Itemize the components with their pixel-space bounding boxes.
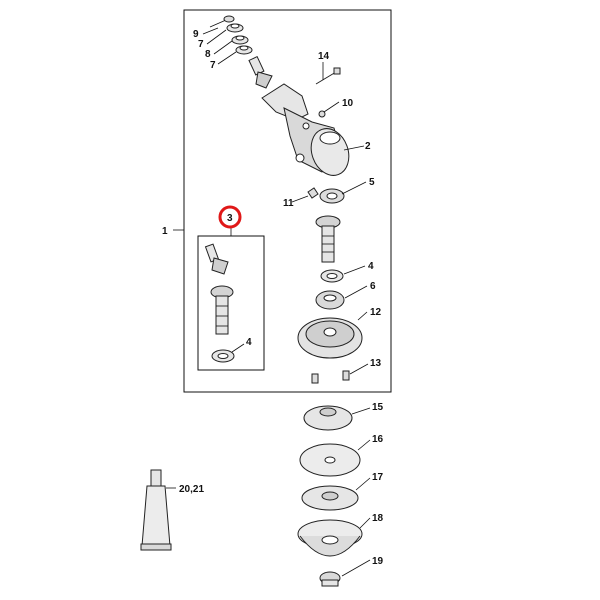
callout-7-upper: 7 — [198, 39, 204, 50]
callout-6: 6 — [370, 281, 376, 292]
callout-14: 14 — [318, 51, 330, 62]
part-6-bearing — [315, 290, 345, 310]
callout-9: 9 — [193, 29, 199, 40]
part-9-screw — [209, 15, 235, 28]
callout-7-lower: 7 — [210, 60, 216, 71]
part-bevel-pinion — [248, 55, 273, 89]
subassembly-3-pinion — [204, 243, 229, 275]
part-shaft-gear — [315, 215, 341, 263]
callout-11: 11 — [283, 198, 294, 209]
callout-19: 19 — [372, 556, 384, 567]
highlight-circle — [218, 205, 242, 229]
part-19-nut — [319, 571, 341, 587]
callout-16: 16 — [372, 434, 384, 445]
part-20-21-grease-tube — [140, 469, 172, 551]
callout-15: 15 — [372, 402, 384, 413]
callout-5: 5 — [369, 177, 375, 188]
callout-3: 3 — [227, 213, 233, 224]
part-4-washer — [320, 269, 344, 283]
leader-lines — [166, 27, 371, 577]
callout-17: 17 — [372, 472, 384, 483]
callout-8: 8 — [205, 49, 211, 60]
callout-2: 2 — [365, 141, 371, 152]
callout-13: 13 — [370, 358, 382, 369]
part-15-thrust-plate — [303, 405, 353, 431]
callout-10: 10 — [342, 98, 354, 109]
assembly-1-frame — [183, 9, 392, 393]
part-17-disc — [301, 485, 359, 511]
callout-4-left: 4 — [246, 337, 252, 348]
part-12-flange-plate — [297, 317, 363, 359]
part-14-bolt — [315, 67, 341, 85]
part-10-screw — [318, 110, 326, 118]
part-5-bearing — [319, 188, 345, 204]
callout-18: 18 — [372, 513, 384, 524]
callout-20-21: 20,21 — [179, 484, 204, 495]
callout-1: 1 — [162, 226, 168, 237]
part-11-nut — [307, 187, 319, 199]
subassembly-3-shaft — [210, 285, 234, 335]
part-18-cup — [297, 519, 363, 557]
part-7-ring-lower — [235, 45, 253, 55]
part-8-ring — [231, 35, 249, 45]
callout-4-right: 4 — [368, 261, 374, 272]
subassembly-3-frame — [197, 235, 265, 371]
subassembly-3-washer — [211, 349, 235, 363]
part-2-gear-housing — [261, 83, 350, 176]
callout-12: 12 — [370, 307, 382, 318]
part-16-disc — [299, 443, 361, 477]
part-7-ring-upper — [226, 23, 244, 33]
part-13-screws — [311, 370, 350, 384]
